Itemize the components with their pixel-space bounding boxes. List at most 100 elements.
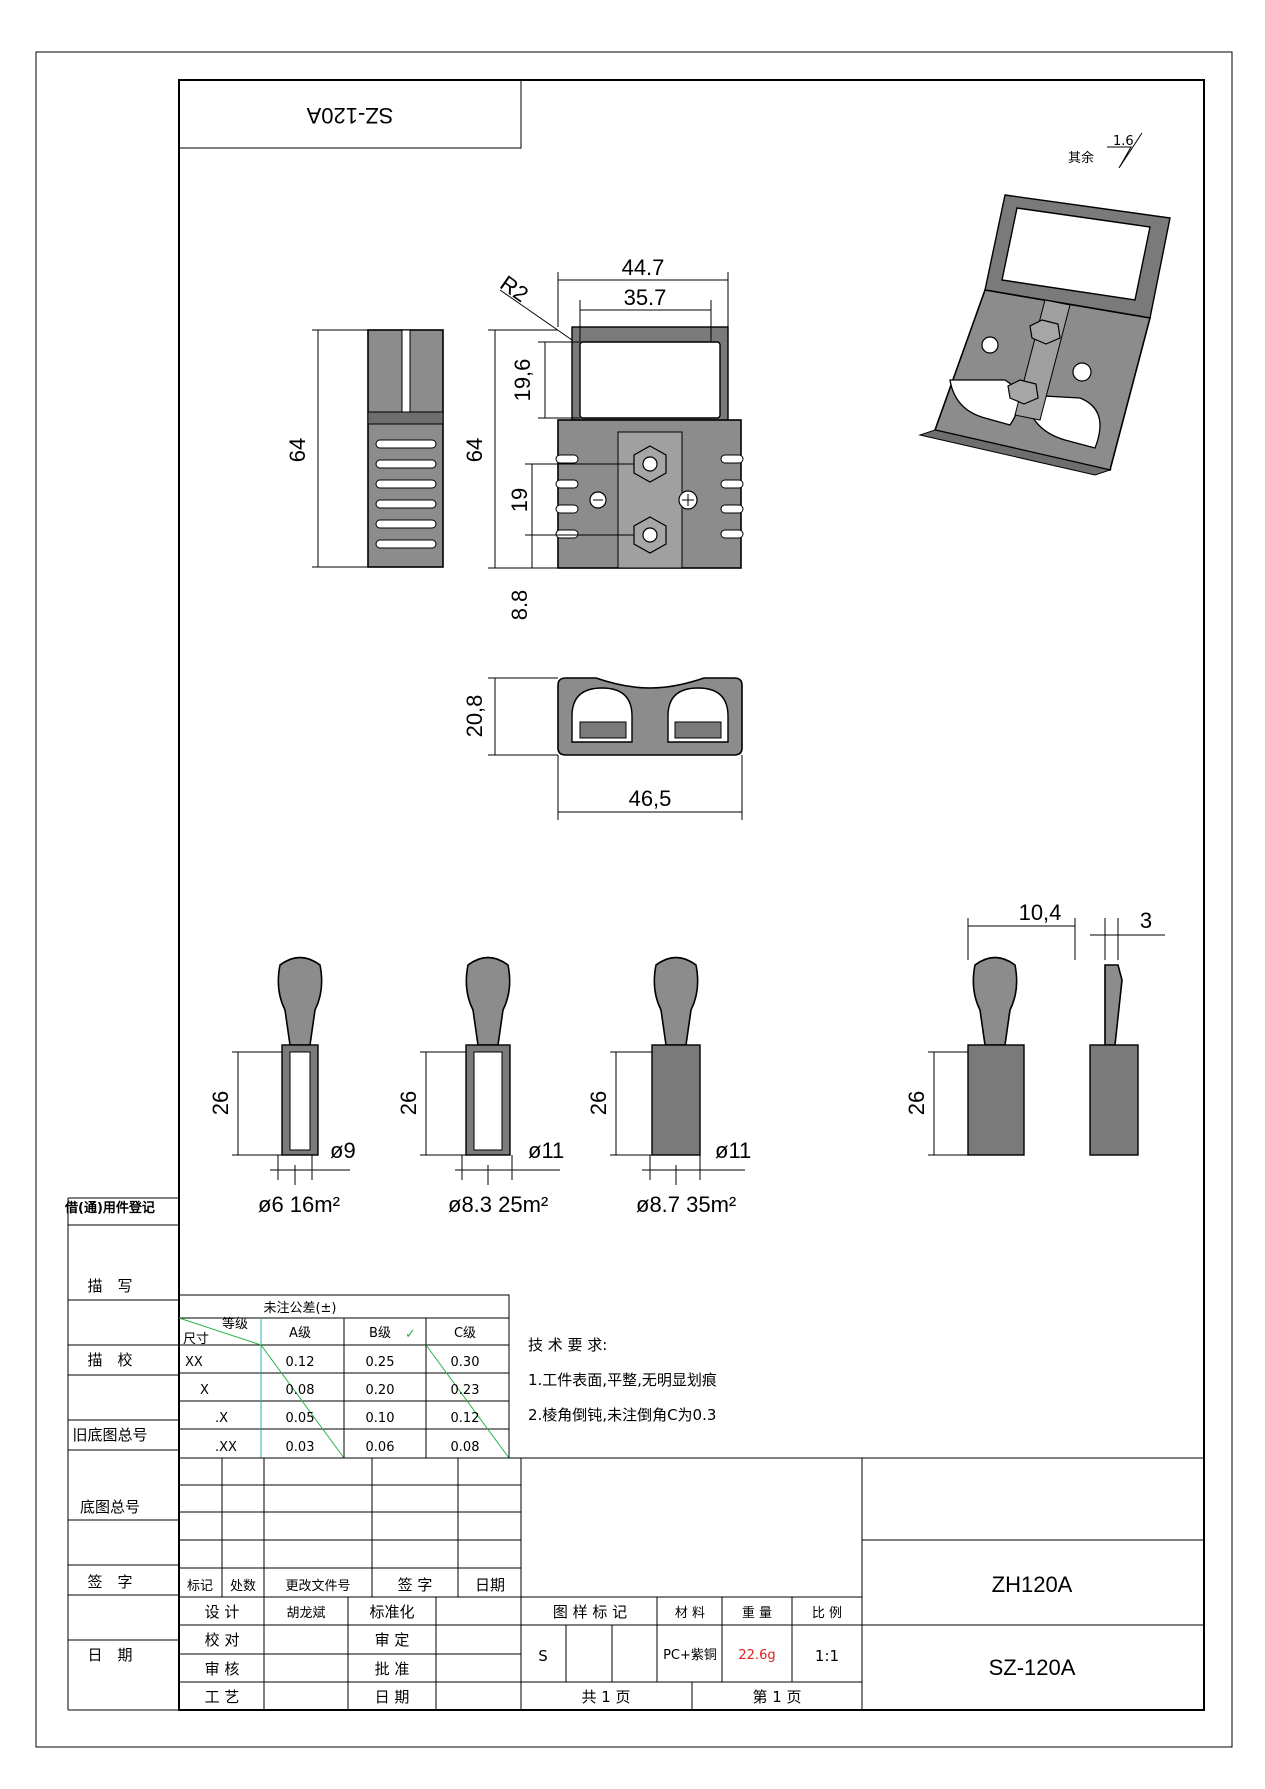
weight-value: 22.6g xyxy=(738,1648,775,1663)
weight-label: 重 量 xyxy=(742,1605,772,1621)
contact-3 xyxy=(651,956,701,1156)
svg-text:46,5: 46,5 xyxy=(629,786,672,811)
svg-text:ø11: ø11 xyxy=(715,1138,751,1163)
tolerance-cell-a: 0.12 xyxy=(286,1355,315,1370)
contact-2 xyxy=(465,956,511,1156)
svg-text:8.8: 8.8 xyxy=(507,590,532,621)
tolerance-corner-bottom: 尺寸 xyxy=(183,1332,209,1347)
dim-height-side: 64 xyxy=(285,329,368,568)
svg-text:ø11: ø11 xyxy=(528,1138,564,1163)
sign-row-name: 胡龙斌 xyxy=(286,1606,325,1621)
drawing-code: SZ-120A xyxy=(989,1655,1076,1680)
tech-line-1: 1.工件表面,平整,无明显划痕 xyxy=(528,1371,717,1389)
dim-contact-width: 10,4 xyxy=(967,900,1076,960)
svg-text:签 字: 签 字 xyxy=(398,1576,433,1594)
svg-text:日期: 日期 xyxy=(475,1576,505,1594)
svg-text:26: 26 xyxy=(208,1091,233,1115)
tolerance-cell-c: 0.12 xyxy=(451,1411,480,1426)
tolerance-grade-a: A级 xyxy=(289,1326,311,1341)
sign-row-label: 审 核 xyxy=(205,1660,240,1678)
left-item-check: 描 校 xyxy=(87,1351,132,1369)
sign-row-label: 工 艺 xyxy=(205,1688,240,1706)
tech-line-2: 2.棱角倒钝,未注倒角C为0.3 xyxy=(528,1406,716,1424)
svg-text:26: 26 xyxy=(904,1091,929,1115)
left-item-sign: 签 字 xyxy=(87,1573,132,1591)
check-icon: ✓ xyxy=(405,1327,416,1342)
tolerance-table xyxy=(178,1294,510,1459)
svg-text:35.7: 35.7 xyxy=(624,285,667,310)
revision-headers: 标记 处数 更改文件号 签 字 日期 xyxy=(187,1576,505,1594)
tolerance-cell-b: 0.06 xyxy=(366,1440,395,1455)
drawing-name: ZH120A xyxy=(992,1572,1073,1597)
dim-contact-length-4: 26 xyxy=(904,1051,968,1156)
tolerance-cell-c: 0.30 xyxy=(451,1355,480,1370)
dim-bottom-height: 20,8 xyxy=(462,677,558,756)
tolerance-row-label: XX xyxy=(185,1355,203,1370)
sign-row-label2: 批 准 xyxy=(375,1660,410,1678)
outer-border xyxy=(35,51,1233,1748)
tech-heading: 技 术 要 求: xyxy=(528,1336,607,1354)
tolerance-cell-c: 0.23 xyxy=(451,1383,480,1398)
left-item-describe: 描 写 xyxy=(87,1277,132,1295)
dim-height-front: 64 xyxy=(462,329,558,569)
svg-text:64: 64 xyxy=(285,438,310,462)
svg-text:3: 3 xyxy=(1140,908,1152,933)
tolerance-cell-b: 0.25 xyxy=(366,1355,395,1370)
page-number: 第 1 页 xyxy=(752,1688,801,1706)
dim-contact-length-3: 26 xyxy=(586,1051,652,1156)
part-code-flipped: SZ-120A xyxy=(306,103,393,128)
bottom-view xyxy=(557,677,743,756)
scale-value: 1:1 xyxy=(815,1647,839,1665)
svg-text:ø6 16m²: ø6 16m² xyxy=(258,1192,340,1217)
tolerance-cell-a: 0.03 xyxy=(286,1440,315,1455)
dim-contact-length-2: 26 xyxy=(396,1051,466,1156)
svg-text:ø8.3 25m²: ø8.3 25m² xyxy=(448,1192,548,1217)
svg-text:44.7: 44.7 xyxy=(622,255,665,280)
dim-contact-wire-3: ø11 ø8.7 35m² xyxy=(636,1138,751,1217)
tolerance-title: 未注公差(±) xyxy=(263,1301,336,1316)
tolerance-cell-c: 0.08 xyxy=(451,1440,480,1455)
left-column xyxy=(67,1197,179,1711)
isometric-view xyxy=(918,194,1171,476)
roughness-value: 1.6 xyxy=(1113,134,1134,149)
svg-text:R2: R2 xyxy=(496,271,533,308)
dim-bottom-offset: 8.8 xyxy=(507,535,533,621)
dim-contact-length-1: 26 xyxy=(208,1051,282,1156)
dim-hole-pitch: 19 xyxy=(507,463,634,536)
mark-value: S xyxy=(538,1647,548,1665)
tolerance-cell-b: 0.20 xyxy=(366,1383,395,1398)
sign-row-label2: 标准化 xyxy=(369,1603,414,1621)
left-item-old-number: 旧底图总号 xyxy=(72,1426,147,1444)
tolerance-cell-b: 0.10 xyxy=(366,1411,395,1426)
tolerance-row-label: .X xyxy=(215,1411,228,1426)
left-item-base-number: 底图总号 xyxy=(80,1498,140,1516)
sign-row-label2: 日 期 xyxy=(375,1688,410,1706)
svg-text:26: 26 xyxy=(396,1091,421,1115)
svg-text:ø8.7 35m²: ø8.7 35m² xyxy=(636,1192,736,1217)
dim-window-height: 19,6 xyxy=(510,341,580,419)
front-view xyxy=(555,326,744,569)
sign-row-label: 设 计 xyxy=(205,1603,240,1621)
contact-4 xyxy=(967,956,1025,1156)
material-value: PC+紫铜 xyxy=(663,1648,717,1663)
dim-contact-wire-1: ø9 ø6 16m² xyxy=(258,1138,356,1217)
svg-text:标记: 标记 xyxy=(187,1579,213,1594)
contact-1 xyxy=(277,956,323,1156)
title-block xyxy=(179,1457,1204,1710)
dim-width-outer: 44.7 xyxy=(557,255,729,327)
svg-text:19,6: 19,6 xyxy=(510,359,535,402)
dim-contact-wire-2: ø11 ø8.3 25m² xyxy=(448,1138,564,1217)
roughness-symbol-icon xyxy=(1107,132,1143,169)
tolerance-grade-b: B级 xyxy=(369,1326,391,1341)
svg-text:ø9: ø9 xyxy=(330,1138,356,1163)
svg-text:更改文件号: 更改文件号 xyxy=(285,1579,350,1594)
svg-text:10,4: 10,4 xyxy=(1019,900,1062,925)
tolerance-grade-c: C级 xyxy=(454,1326,476,1341)
contact-side xyxy=(1089,964,1139,1156)
svg-text:19: 19 xyxy=(507,488,532,512)
dim-contact-thickness: 3 xyxy=(1090,908,1165,960)
pattern-mark-label: 图 样 标 记 xyxy=(553,1603,627,1621)
sign-rows: 设 计胡龙斌标准化校 对审 定审 核批 准工 艺日 期 xyxy=(205,1603,415,1706)
part-code-box xyxy=(178,79,522,149)
